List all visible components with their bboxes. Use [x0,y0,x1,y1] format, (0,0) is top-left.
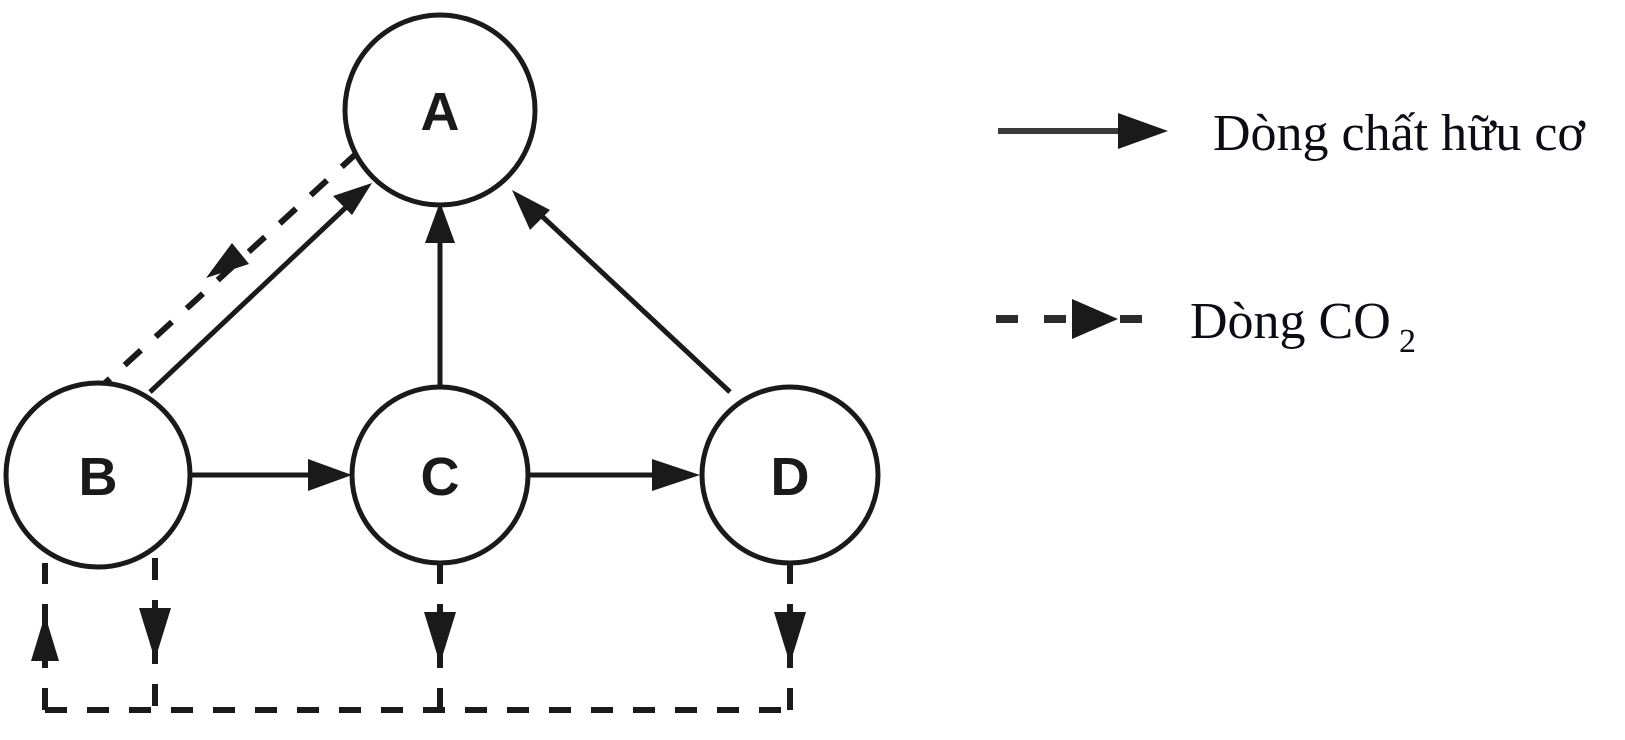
node-d[interactable]: D [699,384,881,566]
edge-b-to-a-line [148,194,360,394]
node-b-circle[interactable] [3,380,193,570]
edge-a-to-b-arrowhead [206,243,249,278]
node-b[interactable]: B [3,380,193,570]
edge-b-to-a-arrowhead [333,183,372,215]
legend-label-co2-subscript: 2 [1399,323,1416,360]
node-d-circle[interactable] [699,384,881,566]
edge-c-to-atmosphere-arrowhead [424,612,456,664]
edge-atmosphere-to-b-co2 [31,563,59,710]
edge-d-to-a-arrowhead [512,190,550,230]
edge-d-to-atmosphere-co2 [774,562,806,710]
edge-atmosphere-to-b-arrowhead [31,615,59,661]
edge-b-to-c-arrowhead [308,459,352,491]
legend-label-organic-flow: Dòng chất hữu cơ [1213,105,1586,162]
node-d-label: D [771,447,810,507]
edge-c-to-d-organic [528,459,700,491]
edge-b-to-atmosphere-co2 [139,558,171,710]
edge-c-to-atmosphere-co2 [424,562,456,710]
node-a[interactable]: A [342,12,538,208]
node-c[interactable]: C [349,384,531,566]
node-a-label: A [421,82,460,142]
legend-item-co2-flow: Dòng CO 2 [996,293,1416,360]
node-a-circle[interactable] [342,12,538,208]
legend-item-organic-flow: Dòng chất hữu cơ [998,105,1586,162]
edge-c-to-a-organic [425,202,455,388]
legend-dashed-arrow-icon [1072,299,1118,339]
edge-b-to-c-organic [190,459,352,491]
legend: Dòng chất hữu cơ Dòng CO 2 [996,105,1586,360]
node-c-label: C [421,447,460,507]
edge-c-to-a-arrowhead [425,202,455,243]
edge-d-to-atmosphere-arrowhead [774,612,806,664]
edge-b-to-a-organic [148,183,372,394]
legend-solid-arrow-icon [1118,113,1168,149]
legend-label-co2-flow: Dòng CO [1190,293,1391,350]
node-b-label: B [79,447,118,507]
edge-a-to-b-co2 [101,149,361,387]
edge-d-to-a-organic [512,190,732,394]
node-c-circle[interactable] [349,384,531,566]
edge-c-to-d-arrowhead [652,459,700,491]
edge-d-to-a-line [528,203,732,394]
edge-b-to-atmosphere-arrowhead [139,608,171,660]
